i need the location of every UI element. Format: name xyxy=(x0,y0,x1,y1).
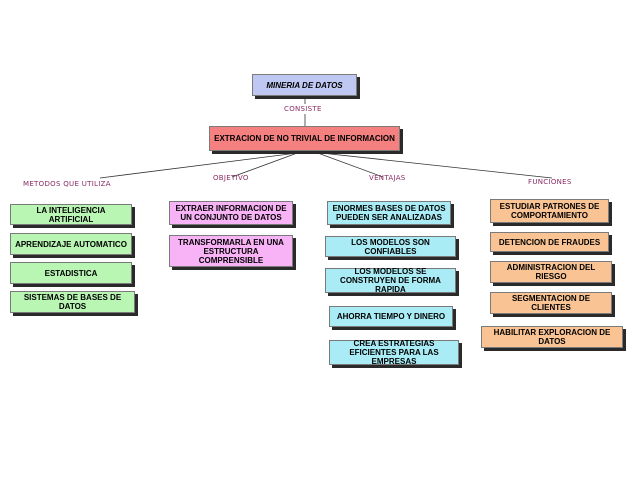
ventajas-item: ENORMES BASES DE DATOS PUEDEN SER ANALIZ… xyxy=(327,201,451,225)
link-label-consiste: CONSISTE xyxy=(284,105,322,113)
metodos-item: LA INTELIGENCIA ARTIFICIAL xyxy=(10,204,132,225)
root-concept-node: MINERIA DE DATOS xyxy=(252,74,357,96)
objetivo-item: EXTRAER INFORMACION DE UN CONJUNTO DE DA… xyxy=(169,201,293,225)
funciones-item: HABILITAR EXPLORACION DE DATOS xyxy=(481,326,623,348)
metodos-item: SISTEMAS DE BASES DE DATOS xyxy=(10,291,135,313)
branch-label-objetivo: OBJETIVO xyxy=(213,174,249,182)
objetivo-item: TRANSFORMARLA EN UNA ESTRUCTURA COMPRENS… xyxy=(169,235,293,267)
ventajas-item: AHORRA TIEMPO Y DINERO xyxy=(329,306,453,327)
funciones-item: ADMINISTRACION DEL RIESGO xyxy=(490,261,612,283)
funciones-item: DETENCION DE FRAUDES xyxy=(490,232,609,252)
branch-label-funciones: FUNCIONES xyxy=(528,178,572,186)
ventajas-item: LOS MODELOS SON CONFIABLES xyxy=(325,236,456,257)
metodos-item: APRENDIZAJE AUTOMATICO xyxy=(10,233,132,255)
funciones-item: ESTUDIAR PATRONES DE COMPORTAMIENTO xyxy=(490,199,609,223)
branch-label-ventajas: VENTAJAS xyxy=(369,174,406,182)
ventajas-item: CREA ESTRATEGIAS EFICIENTES PARA LAS EMP… xyxy=(329,339,459,366)
branch-label-metodos: METODOS QUE UTILIZA xyxy=(23,180,111,188)
definition-node: EXTRACION DE NO TRIVIAL DE INFORMACION xyxy=(209,126,400,151)
funciones-item: SEGMENTACION DE CLIENTES xyxy=(490,292,612,314)
metodos-item: ESTADISTICA xyxy=(10,262,132,284)
ventajas-item: LOS MODELOS SE CONSTRUYEN DE FORMA RAPID… xyxy=(325,267,456,294)
